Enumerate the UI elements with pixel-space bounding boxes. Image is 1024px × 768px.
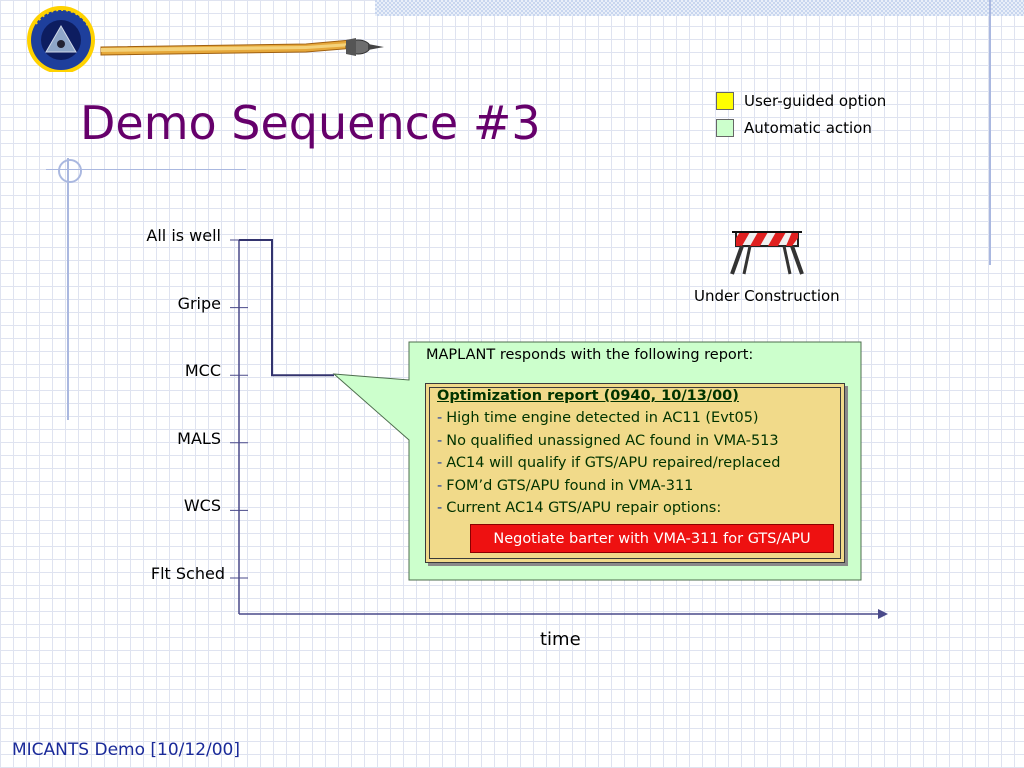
y-tick-label: MCC: [184, 361, 221, 381]
legend-item-automatic: Automatic action: [716, 119, 886, 137]
header-band: [375, 0, 1024, 16]
report-lines: -High time engine detected in AC11 (Evt0…: [437, 410, 780, 523]
report-title: Optimization report (0940, 10/13/00): [437, 388, 739, 404]
status-trace-line: [239, 239, 334, 377]
right-divider: [989, 0, 991, 265]
report-line-text: Current AC14 GTS/APU repair options:: [446, 500, 722, 516]
callout-intro-text: MAPLANT responds with the following repo…: [426, 347, 754, 363]
line-marker: -: [437, 410, 443, 426]
page-title: Demo Sequence #3: [80, 96, 541, 150]
legend-label: User-guided option: [744, 92, 887, 110]
x-axis-label: time: [540, 629, 581, 650]
y-tick-label: All is well: [146, 226, 221, 245]
legend-swatch-green: [716, 119, 734, 137]
negotiate-barter-button[interactable]: Negotiate barter with VMA-311 for GTS/AP…: [470, 524, 834, 553]
lab-logo-icon: [6, 2, 391, 74]
line-marker: -: [437, 477, 443, 494]
legend-swatch-yellow: [716, 92, 734, 110]
report-line-text: No qualified unassigned AC found in VMA-…: [446, 432, 779, 449]
line-marker: -: [437, 455, 443, 471]
report-line: -AC14 will qualify if GTS/APU repaired/r…: [437, 455, 780, 478]
slide-footer: MICANTS Demo [10/12/00]: [12, 740, 241, 760]
left-divider: [67, 158, 69, 420]
report-line-text: AC14 will qualify if GTS/APU repaired/re…: [446, 455, 781, 471]
under-construction-label: Under Construction: [694, 287, 840, 305]
barricade-icon: [726, 228, 808, 278]
report-line: -High time engine detected in AC11 (Evt0…: [437, 410, 780, 433]
legend: User-guided option Automatic action: [716, 92, 886, 137]
line-marker: -: [437, 500, 443, 516]
title-underline: [46, 169, 246, 170]
y-tick-label: MALS: [177, 428, 221, 448]
y-tick-label: WCS: [183, 496, 221, 516]
line-marker: -: [437, 432, 443, 449]
report-line-text: High time engine detected in AC11 (Evt05…: [446, 410, 759, 426]
legend-item-user-guided: User-guided option: [716, 92, 886, 110]
y-tick-label: Gripe: [177, 293, 221, 313]
report-line: -FOM’d GTS/APU found in VMA-311: [437, 478, 780, 501]
report-line: -Current AC14 GTS/APU repair options:: [437, 500, 780, 523]
report-line-text: FOM’d GTS/APU found in VMA-311: [446, 477, 694, 494]
y-tick-label: Flt Sched: [150, 564, 225, 583]
legend-label: Automatic action: [744, 119, 872, 137]
report-line: -No qualified unassigned AC found in VMA…: [437, 433, 780, 456]
report-box-frame: [429, 387, 841, 559]
title-circle-ornament: [58, 159, 82, 183]
x-axis-arrow: [878, 609, 888, 619]
